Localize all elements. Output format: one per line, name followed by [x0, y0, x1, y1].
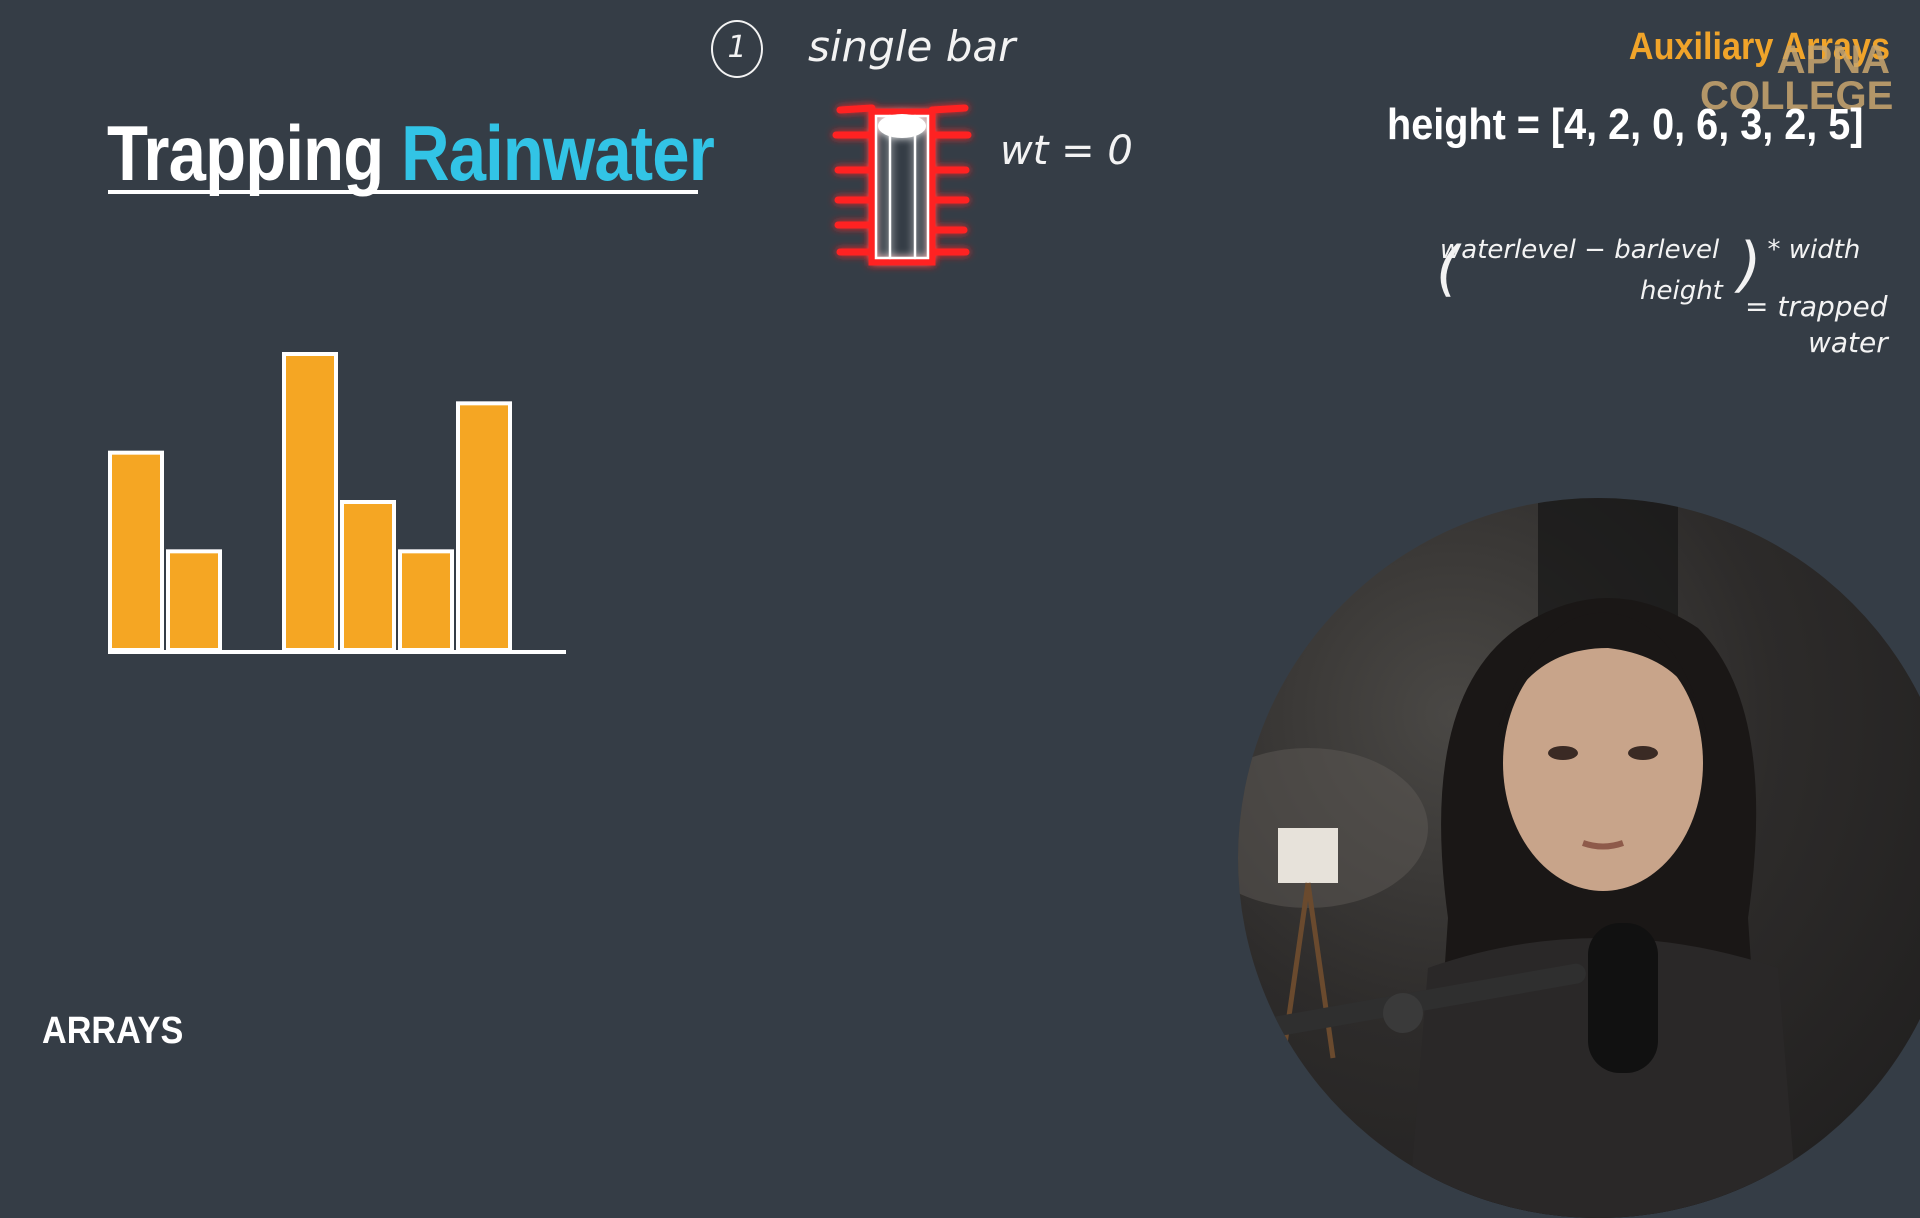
bar-chart	[108, 352, 566, 654]
formula-result-line-2: water	[1808, 326, 1888, 359]
brand-logo: APNA COLLEGE	[1700, 38, 1894, 118]
formula-paren-right: )	[1738, 230, 1762, 300]
brand-line-1: APNA	[1776, 38, 1890, 82]
formula-main-text: waterlevel − barlevel	[1440, 235, 1720, 265]
topic-label: Auxiliary Arrays	[1628, 26, 1890, 68]
formula-main: waterlevel − barlevel * width	[1440, 235, 1860, 265]
formula-paren-left: (	[1436, 234, 1460, 304]
bar-4	[340, 500, 396, 652]
formula-tail: * width	[1767, 235, 1861, 265]
presenter-webcam	[1238, 498, 1920, 1218]
bar-0	[108, 450, 164, 652]
formula-sub: height	[1640, 276, 1723, 306]
bar-1	[166, 549, 222, 652]
bar-6	[456, 401, 512, 653]
brand-line-2: COLLEGE	[1700, 74, 1894, 118]
title-part-accent: Rainwater	[401, 109, 715, 197]
water-trapped-label: wt = 0	[1000, 128, 1133, 174]
bar-group	[108, 352, 512, 653]
bar-5	[398, 549, 454, 652]
presenter-video-icon	[1238, 498, 1798, 1218]
single-bar-drawing	[832, 104, 972, 266]
bar-3	[282, 352, 338, 652]
case-label: single bar	[808, 22, 1016, 71]
height-array-label: height = [4, 2, 0, 6, 3, 2, 5]	[1387, 100, 1864, 149]
page-title: Trapping Rainwater	[107, 108, 715, 199]
title-part-main: Trapping	[107, 109, 402, 197]
section-label: ARRAYS	[42, 1010, 184, 1052]
title-underline	[108, 190, 698, 194]
case-number-circle: 1	[711, 20, 763, 78]
formula-result-line-1: = trapped	[1745, 290, 1888, 323]
